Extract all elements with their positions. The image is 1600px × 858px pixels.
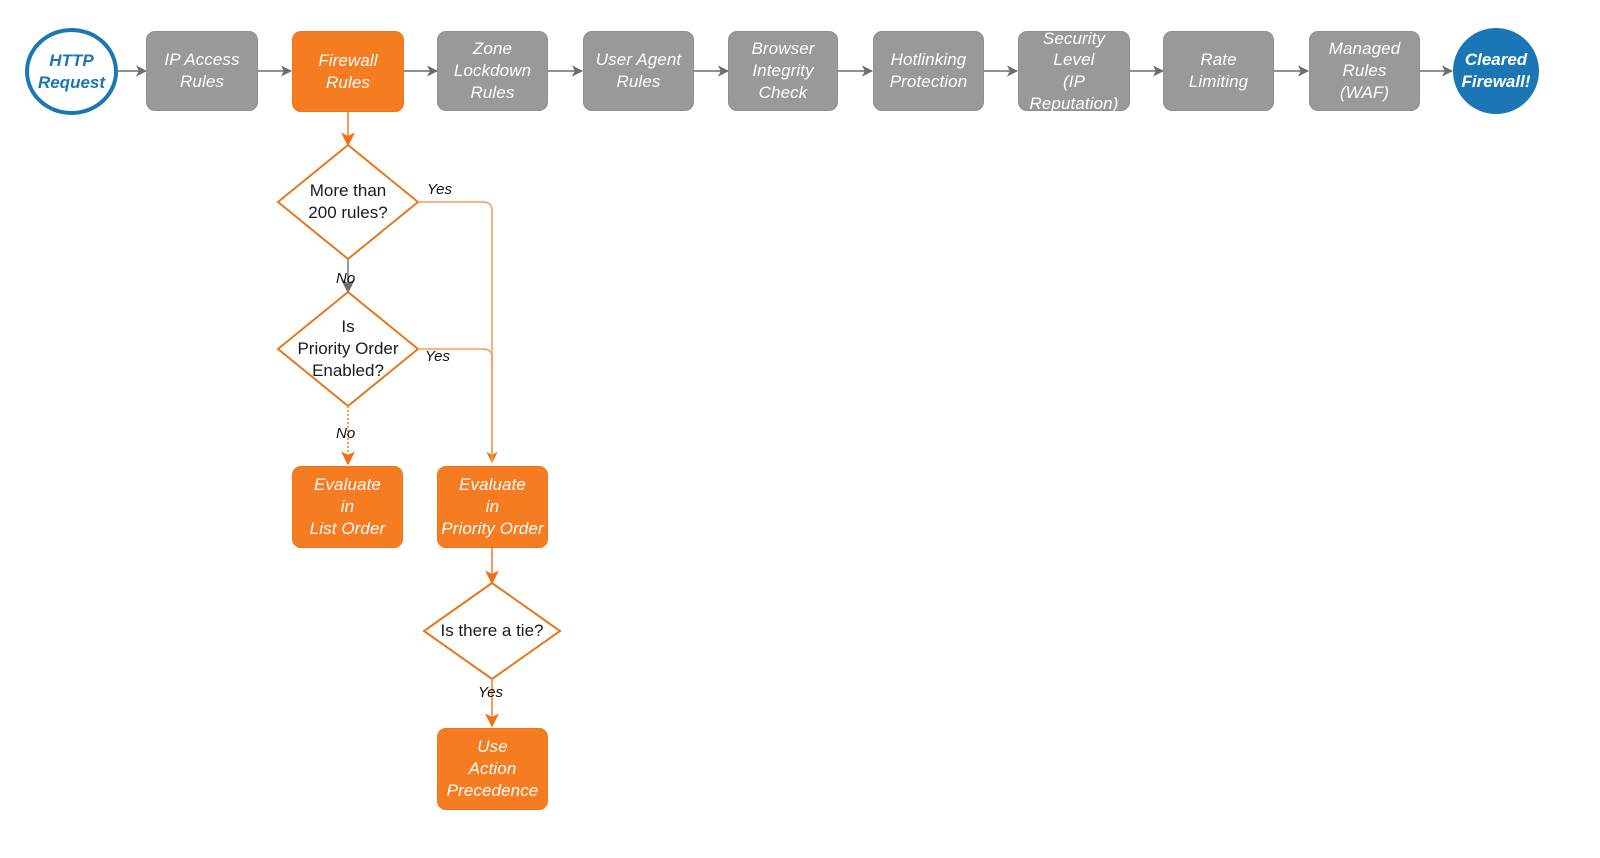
node-security-level[interactable]: Security Level (IP Reputation) bbox=[1018, 29, 1130, 113]
node-browser-integrity-check[interactable]: Browser Integrity Check bbox=[728, 31, 838, 111]
decision-is-there-a-tie-shape bbox=[422, 581, 562, 681]
node-user-agent-rules[interactable]: User Agent Rules bbox=[583, 31, 694, 111]
node-hotlinking-protection[interactable]: Hotlinking Protection bbox=[873, 31, 984, 111]
edge-label-more-than-200-yes: Yes bbox=[427, 181, 453, 198]
node-firewall-rules[interactable]: Firewall Rules bbox=[292, 31, 404, 112]
edge-label-more-than-200-no: No bbox=[336, 270, 356, 287]
node-rate-limiting[interactable]: Rate Limiting bbox=[1163, 31, 1274, 111]
node-ip-access-rules[interactable]: IP Access Rules bbox=[146, 31, 258, 111]
node-cleared-firewall[interactable]: Cleared Firewall! bbox=[1453, 28, 1539, 114]
node-managed-rules-waf[interactable]: Managed Rules (WAF) bbox=[1309, 31, 1420, 111]
edge-label-priority-order-yes: Yes bbox=[425, 348, 451, 365]
node-zone-lockdown-rules[interactable]: Zone Lockdown Rules bbox=[437, 31, 548, 111]
decision-more-than-200-rules-shape bbox=[276, 143, 420, 261]
edge-label-priority-order-no: No bbox=[336, 425, 356, 442]
node-use-action-precedence[interactable]: Use Action Precedence bbox=[437, 728, 548, 810]
node-evaluate-in-list-order[interactable]: Evaluate in List Order bbox=[292, 466, 403, 548]
edge-label-tie-yes: Yes bbox=[478, 684, 504, 701]
node-evaluate-in-priority-order[interactable]: Evaluate in Priority Order bbox=[437, 466, 548, 548]
edge-is-priority-order-yes bbox=[418, 348, 493, 462]
node-http-request[interactable]: HTTP Request bbox=[25, 28, 118, 115]
edge-more-than-200-yes bbox=[418, 201, 498, 464]
decision-is-priority-order-shape bbox=[276, 290, 420, 408]
